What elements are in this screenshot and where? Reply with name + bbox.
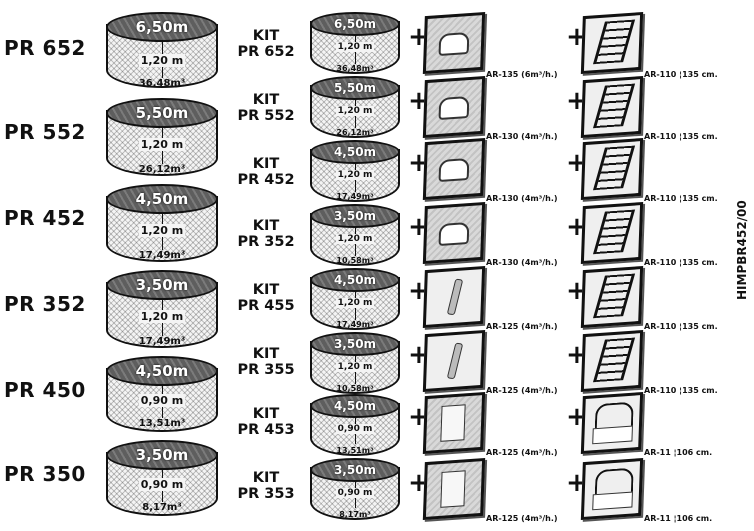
ladder-product-image: [580, 137, 644, 201]
filter-product-image: [422, 11, 486, 75]
pool-height: 0,90 m: [138, 478, 186, 491]
filter-reference: AR-130 (4m³/h.): [486, 194, 558, 203]
filter-reference: AR-125 (4m³/h.): [486, 322, 558, 331]
pool-volume: 26,12m³: [138, 164, 186, 175]
pool-diameter: 3,50m: [135, 276, 189, 294]
pool-volume: 8,17m³: [142, 502, 182, 513]
pool-illustration-pr452: 4,50m 1,20 m 17,49m³: [106, 184, 218, 262]
pool-height: 0,90 m: [138, 394, 186, 407]
ladder-product-image: [580, 201, 644, 265]
kit-pool-pr453: 4,50m 0,90 m 13,51m³: [310, 394, 400, 456]
model-label-pr552: PR 552: [4, 120, 86, 144]
pool-height: 1,20 m: [138, 310, 186, 323]
ladder-reference: AR-110 ¦135 cm.: [644, 132, 718, 141]
pool-height: 1,20 m: [138, 224, 186, 237]
filter-reference: AR-135 (6m³/h.): [486, 70, 558, 79]
pool-height: 1,20 m: [138, 138, 186, 151]
kit-pool-pr353: 3,50m 0,90 m 8,17m³: [310, 458, 400, 520]
filter-product-image: [422, 137, 486, 201]
pool-illustration-pr450: 4,50m 0,90 m 13,51m³: [106, 356, 218, 432]
filter-reference: AR-130 (4m³/h.): [486, 132, 558, 141]
model-label-pr450: PR 450: [4, 378, 86, 402]
ladder-reference: AR-110 ¦135 cm.: [644, 386, 718, 395]
model-label-pr350: PR 350: [4, 462, 86, 486]
filter-product-image: [422, 457, 486, 521]
pool-diameter: 5,50m: [135, 104, 189, 122]
kit-pool-pr455: 4,50m 1,20 m 17,49m³: [310, 268, 400, 330]
ladder-product-image: [580, 457, 644, 521]
pool-diameter: 4,50m: [135, 362, 189, 380]
kit-pool-pr552: 5,50m 1,20 m 26,12m³: [310, 76, 400, 138]
filter-product-image: [422, 329, 486, 393]
pool-height: 1,20 m: [138, 54, 186, 67]
pool-illustration-pr350: 3,50m 0,90 m 8,17m³: [106, 440, 218, 516]
document-code: HIMPBR452/00: [735, 200, 749, 300]
ladder-reference: AR-11 ¦106 cm.: [644, 448, 713, 457]
filter-reference: AR-125 (4m³/h.): [486, 448, 558, 457]
kit-pool-pr355: 3,50m 1,20 m 10,58m³: [310, 332, 400, 394]
pool-diameter: 4,50m: [135, 190, 189, 208]
pool-illustration-pr652: 6,50m 1,20 m 36,48m³: [106, 12, 218, 89]
pool-diameter: 3,50m: [135, 446, 189, 464]
filter-product-image: [422, 75, 486, 139]
ladder-product-image: [580, 75, 644, 139]
model-label-pr652: PR 652: [4, 36, 86, 60]
ladder-reference: AR-110 ¦135 cm.: [644, 70, 718, 79]
filter-reference: AR-130 (4m³/h.): [486, 258, 558, 267]
ladder-product-image: [580, 11, 644, 75]
pool-volume: 17,49m³: [138, 336, 186, 347]
filter-product-image: [422, 265, 486, 329]
ladder-reference: AR-11 ¦106 cm.: [644, 514, 713, 523]
ladder-product-image: [580, 329, 644, 393]
ladder-reference: AR-110 ¦135 cm.: [644, 322, 718, 331]
filter-reference: AR-125 (4m³/h.): [486, 514, 558, 523]
pool-volume: 13,51m³: [138, 418, 186, 429]
filter-reference: AR-125 (4m³/h.): [486, 386, 558, 395]
pool-volume: 17,49m³: [138, 250, 186, 261]
ladder-reference: AR-110 ¦135 cm.: [644, 194, 718, 203]
pool-volume: 36,48m³: [138, 78, 186, 89]
pool-illustration-pr352: 3,50m 1,20 m 17,49m³: [106, 270, 218, 348]
ladder-reference: AR-110 ¦135 cm.: [644, 258, 718, 267]
pool-diameter: 6,50m: [135, 18, 189, 36]
filter-product-image: [422, 391, 486, 455]
ladder-product-image: [580, 391, 644, 455]
kit-pool-pr452: 4,50m 1,20 m 17,49m³: [310, 140, 400, 202]
filter-product-image: [422, 201, 486, 265]
model-label-pr352: PR 352: [4, 292, 86, 316]
kit-pool-pr652: 6,50m 1,20 m 36,48m³: [310, 12, 400, 74]
kit-pool-pr352: 3,50m 1,20 m 10,58m³: [310, 204, 400, 266]
ladder-product-image: [580, 265, 644, 329]
pool-illustration-pr552: 5,50m 1,20 m 26,12m³: [106, 98, 218, 176]
model-label-pr452: PR 452: [4, 206, 86, 230]
